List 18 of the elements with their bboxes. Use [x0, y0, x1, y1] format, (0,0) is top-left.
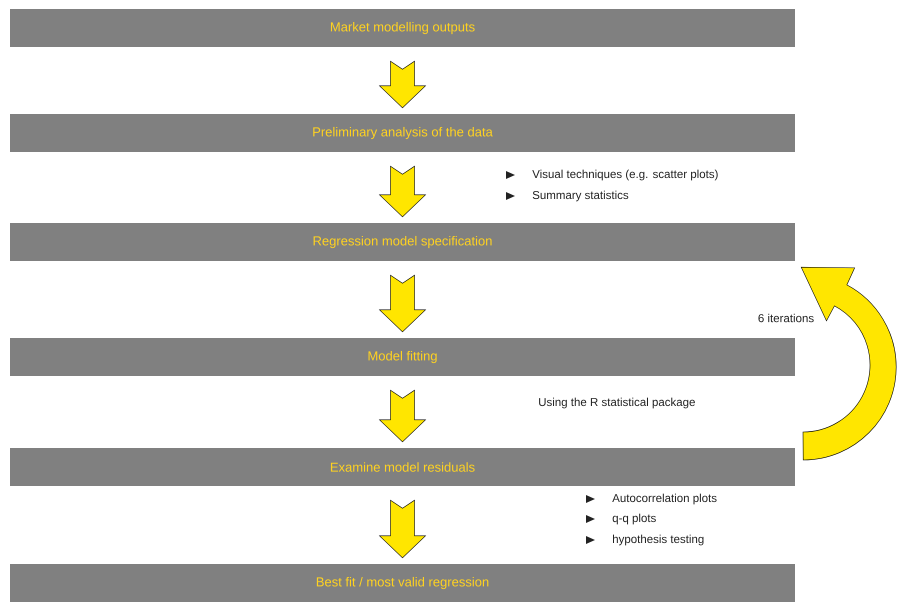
block-arrow — [378, 166, 426, 218]
note-text: Summary statistics — [532, 190, 628, 202]
note-text: Using the R statistical package — [539, 398, 695, 408]
process-bar: Examine model residuals — [10, 448, 795, 486]
block-arrow — [378, 500, 426, 558]
block-arrow — [378, 274, 426, 332]
process-bar: Model fitting — [10, 338, 795, 376]
process-bar: Regression model specification — [10, 223, 795, 261]
edge-label: 6 iterations — [758, 314, 814, 322]
process-bar: Best fit / most valid regression — [10, 564, 795, 602]
curved-arrow — [800, 266, 896, 460]
block-arrow — [378, 60, 426, 108]
block-arrow — [378, 390, 426, 442]
process-bar: Market modelling outputs — [10, 9, 795, 47]
note-text: Visual techniques (e.g. scatter plots) — [532, 170, 718, 180]
process-bar: Preliminary analysis of the data — [10, 114, 795, 152]
note-text: q-q plots — [612, 514, 656, 524]
note-text: hypothesis testing — [613, 534, 704, 546]
